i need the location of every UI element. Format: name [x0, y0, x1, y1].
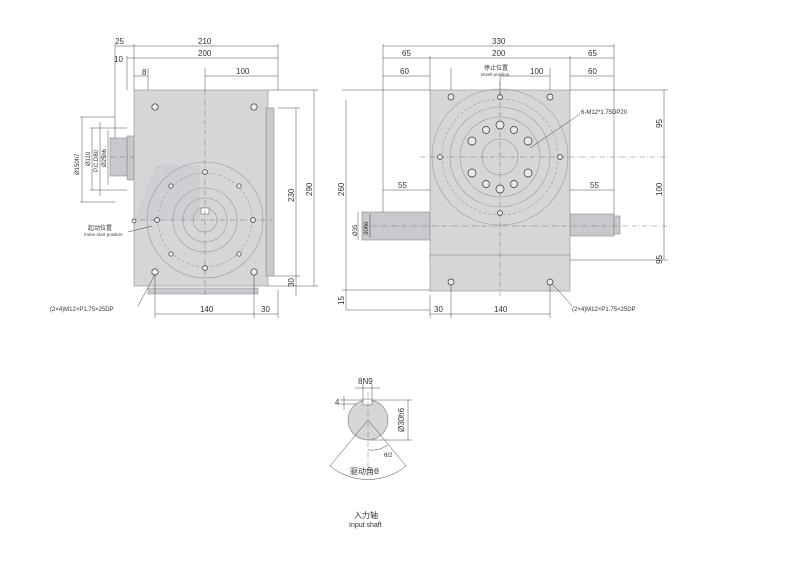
tapped-holes-note: 6-M12*1.75DP20	[581, 110, 628, 116]
half-angle-label: θ/2	[384, 453, 393, 459]
dim-110: Ø110	[86, 151, 92, 166]
dim-15: 15	[337, 296, 346, 305]
left-bolt-note: (2×4)M12×P1.75×25DP	[50, 307, 114, 313]
dim-100: 100	[530, 67, 544, 76]
key-depth-dim: 4	[335, 398, 340, 407]
drive-angle-label: 驱动角θ	[350, 466, 379, 476]
dim-150h7: Ø150h7	[75, 153, 81, 175]
dim-260: 260	[337, 182, 346, 196]
input-shaft-caption-cn: 入力轴	[354, 510, 378, 520]
dim-55-left: 55	[398, 181, 407, 190]
dim-290: 290	[305, 182, 314, 196]
dim-8: 8	[142, 68, 147, 77]
right-bolt-note: (2×4)M12×P1.75×25DP	[572, 307, 636, 313]
dim-95-top: 95	[655, 119, 664, 128]
dim-100: 100	[236, 67, 250, 76]
dim-30-horz: 30	[261, 305, 270, 314]
dim-30-bottom: 30	[434, 305, 443, 314]
dim-30-vert: 30	[287, 278, 296, 287]
dim-25h6: Ø25h6	[102, 148, 108, 167]
dim-100-vert: 100	[655, 182, 664, 196]
dim-10: 10	[114, 55, 123, 64]
dim-140: 140	[200, 305, 214, 314]
dim-200: 200	[492, 49, 506, 58]
input-shaft-view: 8N9 4 Ø30h6 θ/2 驱动角θ 入力轴 Input shaft	[329, 377, 412, 529]
index-start-label-cn: 起动位置	[88, 224, 112, 232]
index-start-label-en: Index start position	[84, 232, 123, 237]
dim-55-right: 55	[590, 181, 599, 190]
dim-65-left: 65	[402, 49, 411, 58]
shaft-diameter-dim: Ø30h6	[397, 407, 406, 432]
dim-25: 25	[115, 37, 124, 46]
dwell-label-en: Dwell position	[481, 72, 510, 77]
dim-95-bottom: 95	[655, 255, 664, 264]
left-view: 25 210 10 200 8 100 Ø150h7 Ø110 P.C.D80 …	[50, 37, 318, 318]
dim-330: 330	[492, 37, 506, 46]
keyway-dim: 8N9	[358, 377, 373, 386]
input-shaft-caption-en: Input shaft	[349, 522, 382, 529]
dwell-label-cn: 停止位置	[484, 64, 508, 72]
dim-35: Ø35	[353, 224, 359, 236]
dim-60-right: 60	[588, 67, 597, 76]
dim-30h6: 30h6	[364, 221, 370, 235]
dim-pcd80: P.C.D80	[94, 149, 100, 172]
dim-60-left: 60	[400, 67, 409, 76]
dim-65-right: 65	[588, 49, 597, 58]
dim-230: 230	[287, 188, 296, 202]
dim-210: 210	[198, 37, 212, 46]
dim-200: 200	[198, 49, 212, 58]
right-view: 330 65 200 65 60 100 60 停止位置 Dwell posit…	[337, 37, 670, 318]
dim-140: 140	[494, 305, 508, 314]
